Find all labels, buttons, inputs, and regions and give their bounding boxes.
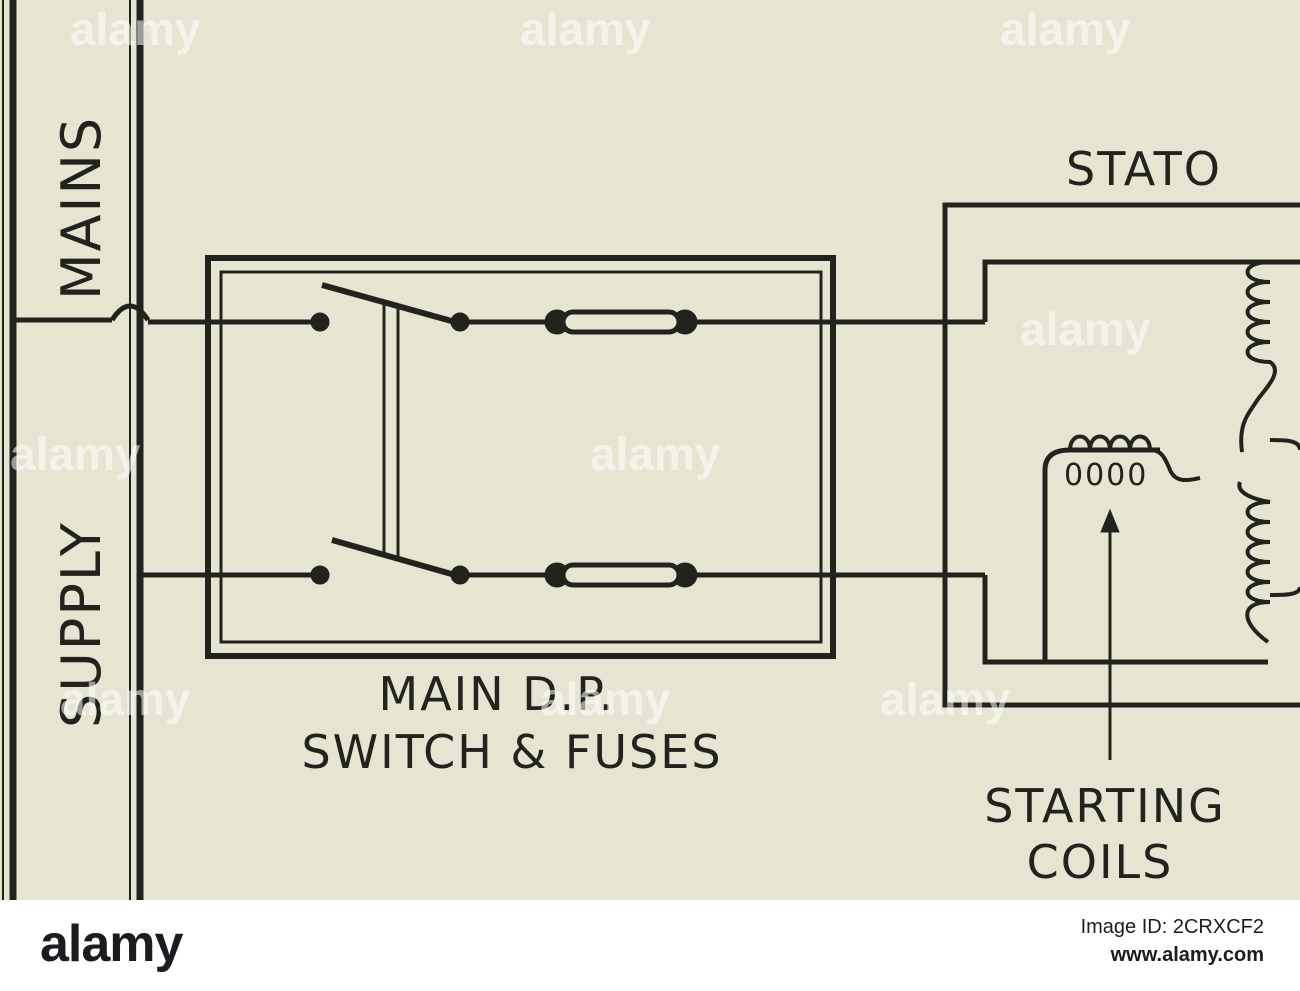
switch-caption-line1: MAIN D.P. bbox=[379, 667, 616, 721]
watermark-layer: alamy alamy alamy alamy alamy alamy alam… bbox=[10, 3, 1151, 725]
upper-crossover-hop bbox=[109, 303, 151, 322]
double-pole-switch bbox=[310, 282, 470, 585]
switch-enclosure-inner bbox=[219, 270, 823, 644]
image-id-label: Image ID: bbox=[1080, 916, 1168, 938]
switch-caption-line2: SWITCH & FUSES bbox=[301, 725, 722, 779]
alamy-logo[interactable]: alamy bbox=[40, 915, 183, 973]
lower-stator-lead bbox=[982, 575, 1268, 665]
coil-link-lower-right bbox=[1269, 586, 1300, 597]
footer-meta: Image ID: 2CRXCF2 www.alamy.com bbox=[1081, 914, 1264, 970]
supply-label: SUPPLY bbox=[50, 521, 113, 728]
running-coil-upper bbox=[1239, 260, 1277, 453]
watermark-text: alamy bbox=[540, 673, 671, 725]
starting-coil-loop bbox=[1042, 447, 1160, 662]
starting-coils-caption-line2: COILS bbox=[1027, 835, 1174, 889]
image-id-value: 2CRXCF2 bbox=[1172, 916, 1264, 938]
watermark-text: alamy bbox=[10, 428, 141, 480]
image-id-line: Image ID: 2CRXCF2 bbox=[1081, 914, 1264, 940]
switch-enclosure-outer bbox=[205, 255, 836, 659]
upper-stator-lead bbox=[982, 259, 1300, 322]
fuses bbox=[544, 309, 698, 588]
switch-pivot-lower bbox=[310, 565, 330, 585]
upper-conductor bbox=[13, 259, 1300, 325]
starting-coils-caption-line1: STARTING bbox=[984, 779, 1226, 833]
stator-enclosure bbox=[942, 202, 1300, 708]
watermark-text: alamy bbox=[60, 673, 191, 725]
watermark-text: alamy bbox=[520, 3, 651, 55]
supply-mains-bus bbox=[2, 0, 144, 900]
fuse-upper-body bbox=[560, 309, 682, 335]
coil-link-right bbox=[1269, 438, 1300, 451]
fuse-lower-body bbox=[560, 562, 682, 588]
stator-outer-frame bbox=[942, 202, 1300, 708]
site-link[interactable]: www.alamy.com bbox=[1110, 944, 1264, 966]
wiring-diagram: SUPPLY MAINS MAIN D.P. SWITCH & FUSES ST… bbox=[2, 0, 1300, 900]
running-coil-lower bbox=[1237, 481, 1271, 644]
watermark-text: alamy bbox=[1000, 3, 1131, 55]
switch-blade-upper bbox=[321, 282, 456, 325]
switch-blade-lower bbox=[331, 537, 456, 578]
watermark-text: alamy bbox=[880, 673, 1011, 725]
watermark-text: alamy bbox=[1020, 303, 1151, 355]
coil-marking-label: 0000 bbox=[1064, 458, 1148, 493]
stator-label: STATO bbox=[1066, 142, 1222, 196]
diagram-stage: SUPPLY MAINS MAIN D.P. SWITCH & FUSES ST… bbox=[0, 0, 1300, 900]
switch-enclosure bbox=[205, 255, 836, 659]
lower-conductor bbox=[140, 572, 1268, 665]
watermark-text: alamy bbox=[590, 428, 721, 480]
arrow-head bbox=[1100, 508, 1120, 533]
starting-coil bbox=[1068, 434, 1201, 483]
watermark-text: alamy bbox=[70, 3, 201, 55]
mains-label: MAINS bbox=[50, 116, 113, 300]
switch-pivot-upper bbox=[310, 312, 330, 332]
starting-coils-arrow bbox=[1100, 508, 1120, 760]
footer-bar: alamy Image ID: 2CRXCF2 www.alamy.com bbox=[0, 900, 1300, 991]
